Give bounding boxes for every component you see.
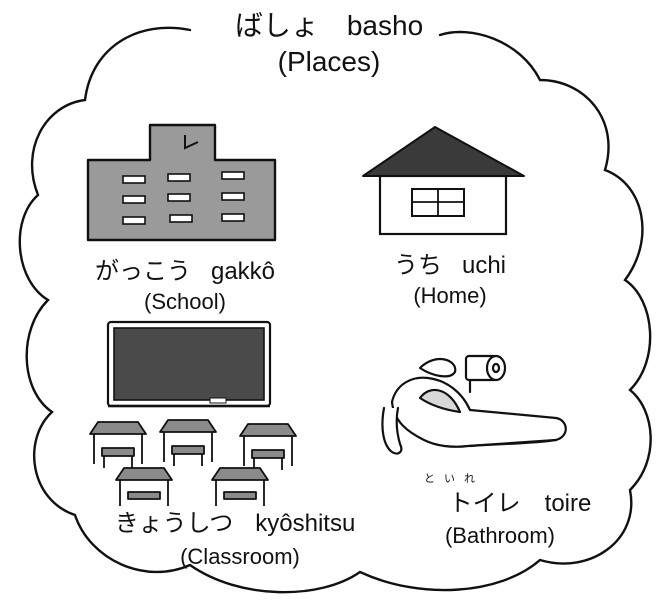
bathroom-en: (Bathroom) xyxy=(444,523,556,548)
school-jp: がっこう xyxy=(94,257,191,285)
classroom-jp: きょうしつ xyxy=(114,509,234,537)
toilet-icon xyxy=(381,354,567,455)
classroom-en: (Classroom) xyxy=(180,544,300,569)
bathroom-jp: トイレ xyxy=(448,489,521,517)
bathroom-romaji: toire xyxy=(544,490,592,517)
home-label: うち uchi xyxy=(350,252,550,280)
blackboard-icon xyxy=(106,320,272,408)
bathroom-label: トイレ toire xyxy=(400,490,640,518)
school-en: (School) xyxy=(144,289,226,314)
school-icon xyxy=(86,123,277,242)
title-romaji: basho xyxy=(346,10,424,41)
bathroom-furigana: といれ xyxy=(424,472,484,485)
classroom-romaji: kyôshitsu xyxy=(255,510,356,537)
desks-icon xyxy=(89,419,297,506)
home-jp: うち xyxy=(393,251,442,279)
school-label: がっこう gakkô xyxy=(60,258,310,286)
home-romaji: uchi xyxy=(461,252,507,279)
school-romaji: gakkô xyxy=(210,258,276,285)
title-line: ばしょ basho xyxy=(0,10,658,41)
classroom-label: きょうしつ kyôshitsu xyxy=(70,510,400,538)
title-en: (Places) xyxy=(277,46,381,77)
title-jp: ばしょ xyxy=(234,9,319,42)
house-icon xyxy=(362,126,525,236)
cloud-outline xyxy=(18,26,652,594)
home-en: (Home) xyxy=(413,283,487,308)
